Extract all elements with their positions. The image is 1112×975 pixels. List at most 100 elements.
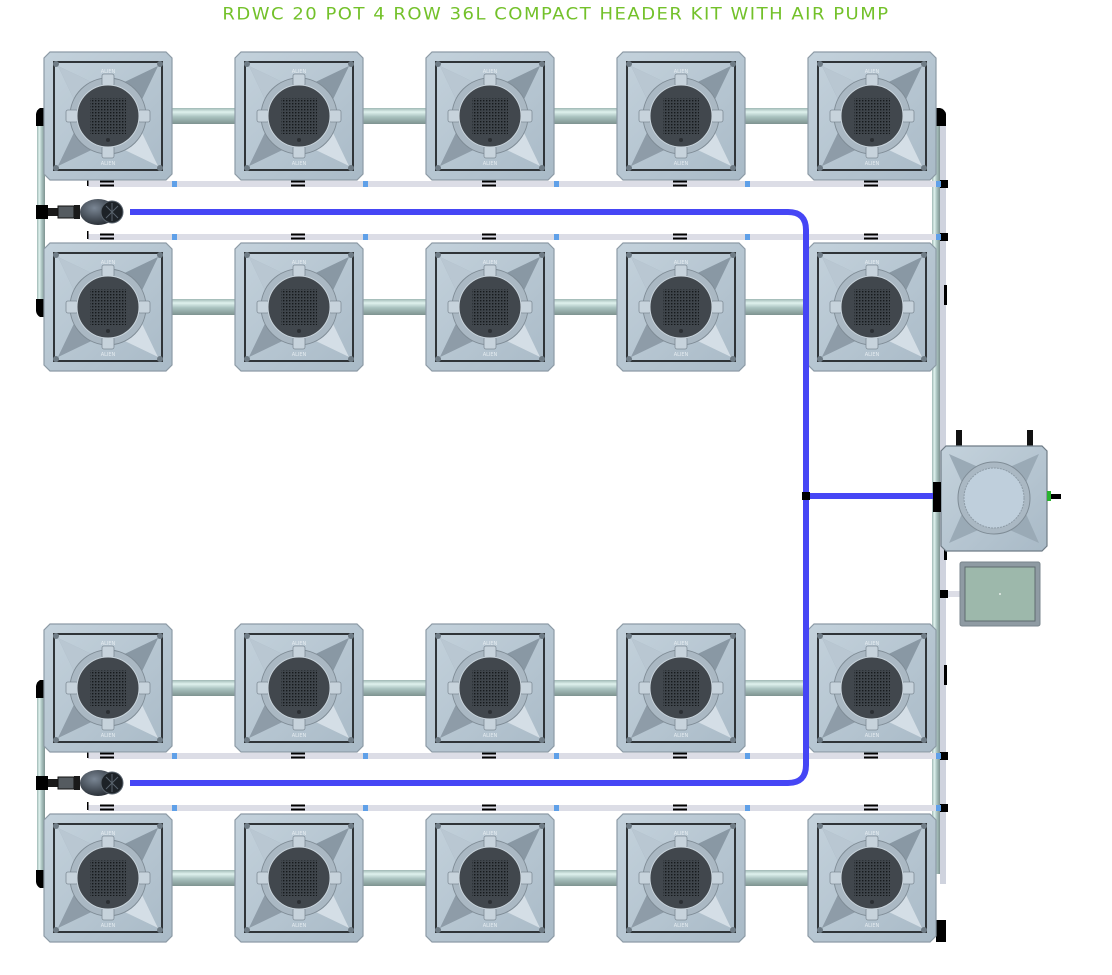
pot-2-1	[43, 242, 173, 372]
air-pump-fitting	[940, 590, 948, 598]
air-stone-marker	[673, 233, 687, 236]
air-stone-marker	[291, 756, 305, 759]
air-stone-marker	[100, 752, 114, 755]
air-stone-marker	[291, 184, 305, 187]
pot-3-1	[43, 623, 173, 753]
right-pipe-marker	[944, 665, 947, 685]
pot-4-4	[616, 813, 746, 943]
air-stone-marker	[100, 756, 114, 759]
air-connector	[363, 234, 368, 240]
air-line-fitting	[940, 233, 948, 241]
row-pipe	[361, 680, 428, 696]
right-pipe-elbow	[936, 108, 946, 126]
air-line	[88, 753, 944, 759]
left-pipe-elbow	[36, 108, 44, 126]
air-connector	[936, 805, 941, 811]
pot-2-3	[425, 242, 555, 372]
air-stone-marker	[482, 752, 496, 755]
air-stone-marker	[100, 804, 114, 807]
bucket-handle	[1027, 430, 1033, 446]
row-pipe	[552, 680, 619, 696]
row-pipe	[170, 108, 237, 124]
air-stone-marker	[673, 804, 687, 807]
row-pipe	[170, 680, 237, 696]
left-pipe-elbow	[36, 299, 44, 317]
water-pump-top	[35, 198, 124, 226]
return-hose-top	[130, 209, 940, 499]
air-connector	[936, 181, 941, 187]
air-connector	[363, 753, 368, 759]
row-pipe	[552, 299, 619, 315]
air-line-end	[87, 750, 89, 758]
pot-1-3	[425, 51, 555, 181]
air-stone-marker	[100, 184, 114, 187]
air-pump-line	[940, 591, 962, 597]
air-stone-marker	[291, 808, 305, 811]
bucket-drain-outlet	[1051, 494, 1061, 499]
air-stone-marker	[482, 804, 496, 807]
pot-4-3	[425, 813, 555, 943]
equipment-layer	[35, 198, 1061, 797]
air-connector	[554, 805, 559, 811]
air-stone-marker	[864, 237, 878, 240]
pot-1-1	[43, 51, 173, 181]
pipe-layer	[36, 108, 947, 942]
air-stone-marker	[482, 237, 496, 240]
row-pipe	[743, 870, 810, 886]
return-hose-layer	[130, 209, 940, 786]
air-stone-marker	[673, 184, 687, 187]
air-connector	[363, 805, 368, 811]
air-connector	[745, 753, 750, 759]
row-pipe	[743, 108, 810, 124]
air-line-layer	[87, 178, 962, 812]
pot-3-5	[807, 623, 937, 753]
pot-4-2	[234, 813, 364, 943]
air-stone-marker	[864, 804, 878, 807]
row-pipe	[552, 870, 619, 886]
air-stone-marker	[100, 233, 114, 236]
pot-4-5	[807, 813, 937, 943]
left-pipe-elbow	[36, 680, 44, 698]
air-line-fitting	[940, 180, 948, 188]
air-stone-marker	[291, 180, 305, 183]
air-stone-marker	[100, 180, 114, 183]
air-connector	[745, 805, 750, 811]
air-line-end	[87, 178, 89, 186]
air-connector	[172, 805, 177, 811]
air-connector	[172, 234, 177, 240]
pot-2-2	[234, 242, 364, 372]
diagram-title: RDWC 20 POT 4 ROW 36L COMPACT HEADER KIT…	[222, 4, 890, 25]
air-connector	[745, 234, 750, 240]
right-pipe-marker	[944, 285, 947, 305]
left-pipe-elbow	[36, 870, 44, 888]
air-stone-marker	[482, 756, 496, 759]
pot-3-2	[234, 623, 364, 753]
air-stone-marker	[482, 233, 496, 236]
pot-3-3	[425, 623, 555, 753]
pot-1-4	[616, 51, 746, 181]
air-pump-indicator	[999, 593, 1001, 595]
air-stone-marker	[291, 752, 305, 755]
pot-1-5	[807, 51, 937, 181]
air-connector	[172, 753, 177, 759]
air-pump	[959, 561, 1041, 627]
air-connector	[554, 234, 559, 240]
row-pipe	[170, 870, 237, 886]
row-pipe	[361, 299, 428, 315]
pot-2-4	[616, 242, 746, 372]
air-connector	[363, 181, 368, 187]
right-pipe-elbow	[936, 920, 946, 942]
air-stone-marker	[864, 752, 878, 755]
pot-4-1	[43, 813, 173, 943]
air-line	[88, 805, 944, 811]
air-stone-marker	[100, 237, 114, 240]
row-pipe	[552, 108, 619, 124]
air-stone-marker	[291, 804, 305, 807]
air-line-end	[87, 231, 89, 239]
air-stone-marker	[100, 808, 114, 811]
row-pipe	[743, 299, 810, 315]
air-connector	[936, 234, 941, 240]
air-connector	[554, 753, 559, 759]
air-stone-marker	[291, 237, 305, 240]
